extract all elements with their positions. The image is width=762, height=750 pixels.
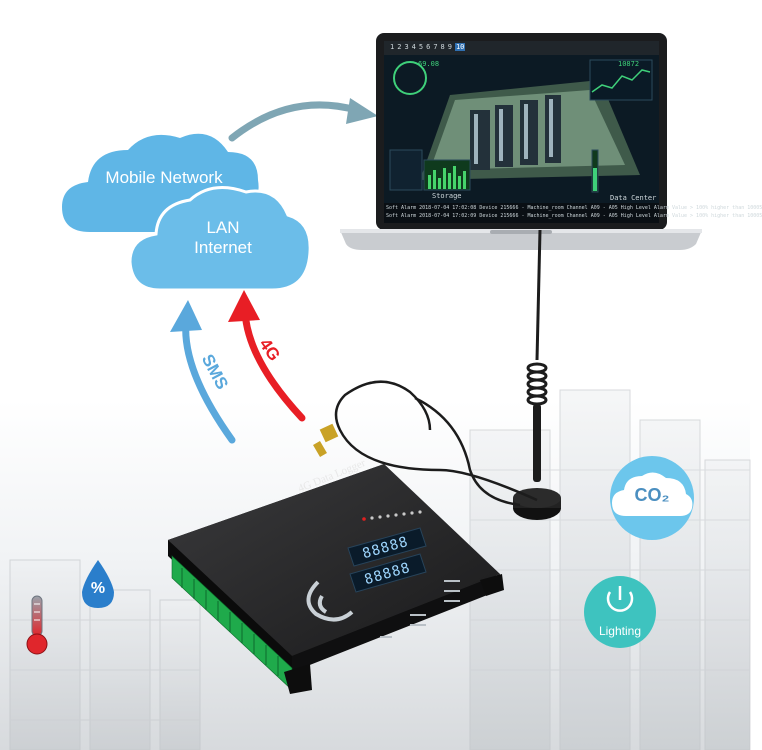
- corner-label: Data Center: [610, 194, 657, 202]
- screen-tab[interactable]: 2: [397, 43, 402, 51]
- screen-tab[interactable]: 9: [447, 43, 452, 51]
- screen-toolbar: [384, 41, 659, 55]
- screen-tab[interactable]: 5: [418, 43, 424, 51]
- screen-tab[interactable]: 1: [390, 43, 395, 51]
- gauge-value: 69.08: [418, 60, 440, 68]
- sms-arrow: [170, 300, 236, 444]
- laptop: [340, 33, 702, 250]
- screen-tab-bar: 1 2 3 4 5 6 7 8 9 10: [390, 43, 466, 51]
- g4-arrow: [228, 290, 306, 422]
- panel-label: Storage: [432, 192, 462, 200]
- lighting-label: Lighting: [598, 624, 642, 638]
- thermometer-icon: [26, 595, 48, 655]
- screen-tab[interactable]: 7: [433, 43, 438, 51]
- humidity-drop-icon: [82, 560, 114, 608]
- alarm-line-2: Soft Alarm 2018-07-04 17:02:09 Device 21…: [386, 213, 762, 219]
- lan-internet-cloud: [128, 186, 312, 292]
- screen-tab[interactable]: 3: [404, 43, 409, 51]
- screen-tab[interactable]: 4: [411, 43, 416, 51]
- humidity-percent-label: %: [90, 580, 106, 597]
- screen-tab[interactable]: 8: [440, 43, 445, 51]
- screen-tab[interactable]: 6: [426, 43, 431, 51]
- antenna: [319, 229, 561, 520]
- co2-sensor-icon: [610, 456, 694, 540]
- mobile-network-label: Mobile Network: [105, 168, 223, 187]
- data-logger-device: [168, 440, 504, 694]
- lighting-sensor-icon: [584, 576, 656, 648]
- screen-tab-active[interactable]: 10: [454, 43, 466, 51]
- alarm-line-1: Soft Alarm 2018-07-04 17:02:08 Device 21…: [386, 205, 762, 211]
- cloud-to-laptop-arrow: [228, 98, 378, 142]
- lan-label: LAN: [206, 218, 240, 237]
- gauge-icon: [393, 61, 427, 95]
- server-rack-background: [0, 389, 751, 750]
- counter-value: 10872: [618, 60, 640, 68]
- co2-label: CO₂: [634, 485, 670, 505]
- brand-logo-icon: [306, 580, 354, 622]
- internet-label: Internet: [194, 238, 252, 257]
